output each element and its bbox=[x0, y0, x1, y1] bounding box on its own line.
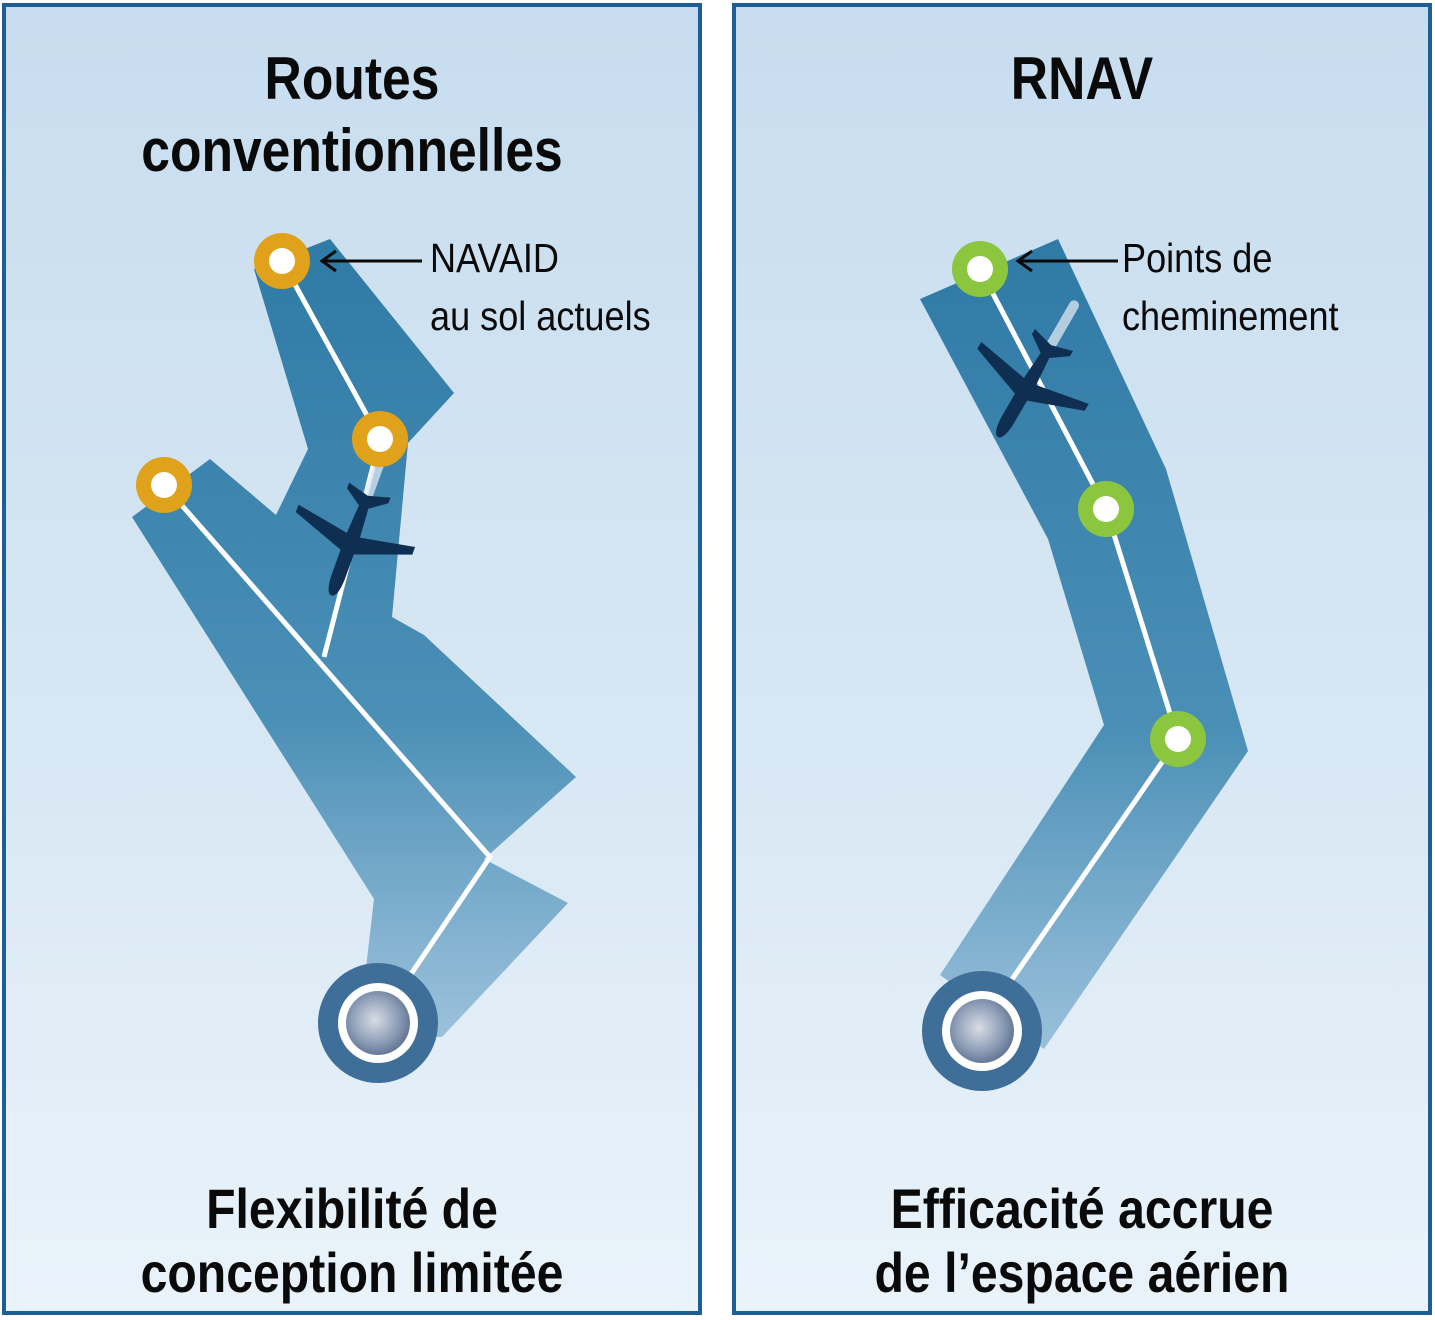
route-line bbox=[162, 483, 494, 1025]
waypoint-label: Points de cheminement bbox=[1122, 235, 1339, 339]
navaid-label: NAVAID au sol actuels bbox=[430, 235, 651, 339]
rnav-panel: RNAV Points de cheminement Efficacité ac… bbox=[732, 3, 1432, 1315]
conventional-routes-panel: Routes conventionnelles NAVAID au sol ac… bbox=[2, 3, 702, 1315]
navaid-marker-icon bbox=[254, 233, 310, 289]
airport-icon bbox=[318, 963, 438, 1083]
route-corridor bbox=[920, 239, 1248, 1049]
arrow-left-icon bbox=[319, 249, 422, 273]
waypoint-marker-icon bbox=[952, 241, 1008, 297]
waypoint-marker-icon bbox=[1150, 711, 1206, 767]
waypoint-marker-icon bbox=[1078, 481, 1134, 537]
arrow-left-icon bbox=[1015, 249, 1118, 273]
panel-title: Routes conventionnelles bbox=[141, 45, 563, 184]
airport-icon bbox=[922, 971, 1042, 1091]
navaid-marker-icon bbox=[136, 457, 192, 513]
navaid-marker-icon bbox=[352, 411, 408, 467]
airplane-icon bbox=[944, 300, 1108, 468]
panel-title: RNAV bbox=[1010, 45, 1154, 112]
route-corridor bbox=[132, 239, 576, 1037]
panel-caption: Flexibilité de conception limitée bbox=[140, 1177, 564, 1304]
rnav-diagram bbox=[920, 239, 1248, 1091]
airplane-icon bbox=[273, 449, 429, 617]
panel-caption: Efficacité accrue de l’espace aérien bbox=[874, 1177, 1290, 1304]
conventional-routes-diagram bbox=[132, 233, 576, 1083]
